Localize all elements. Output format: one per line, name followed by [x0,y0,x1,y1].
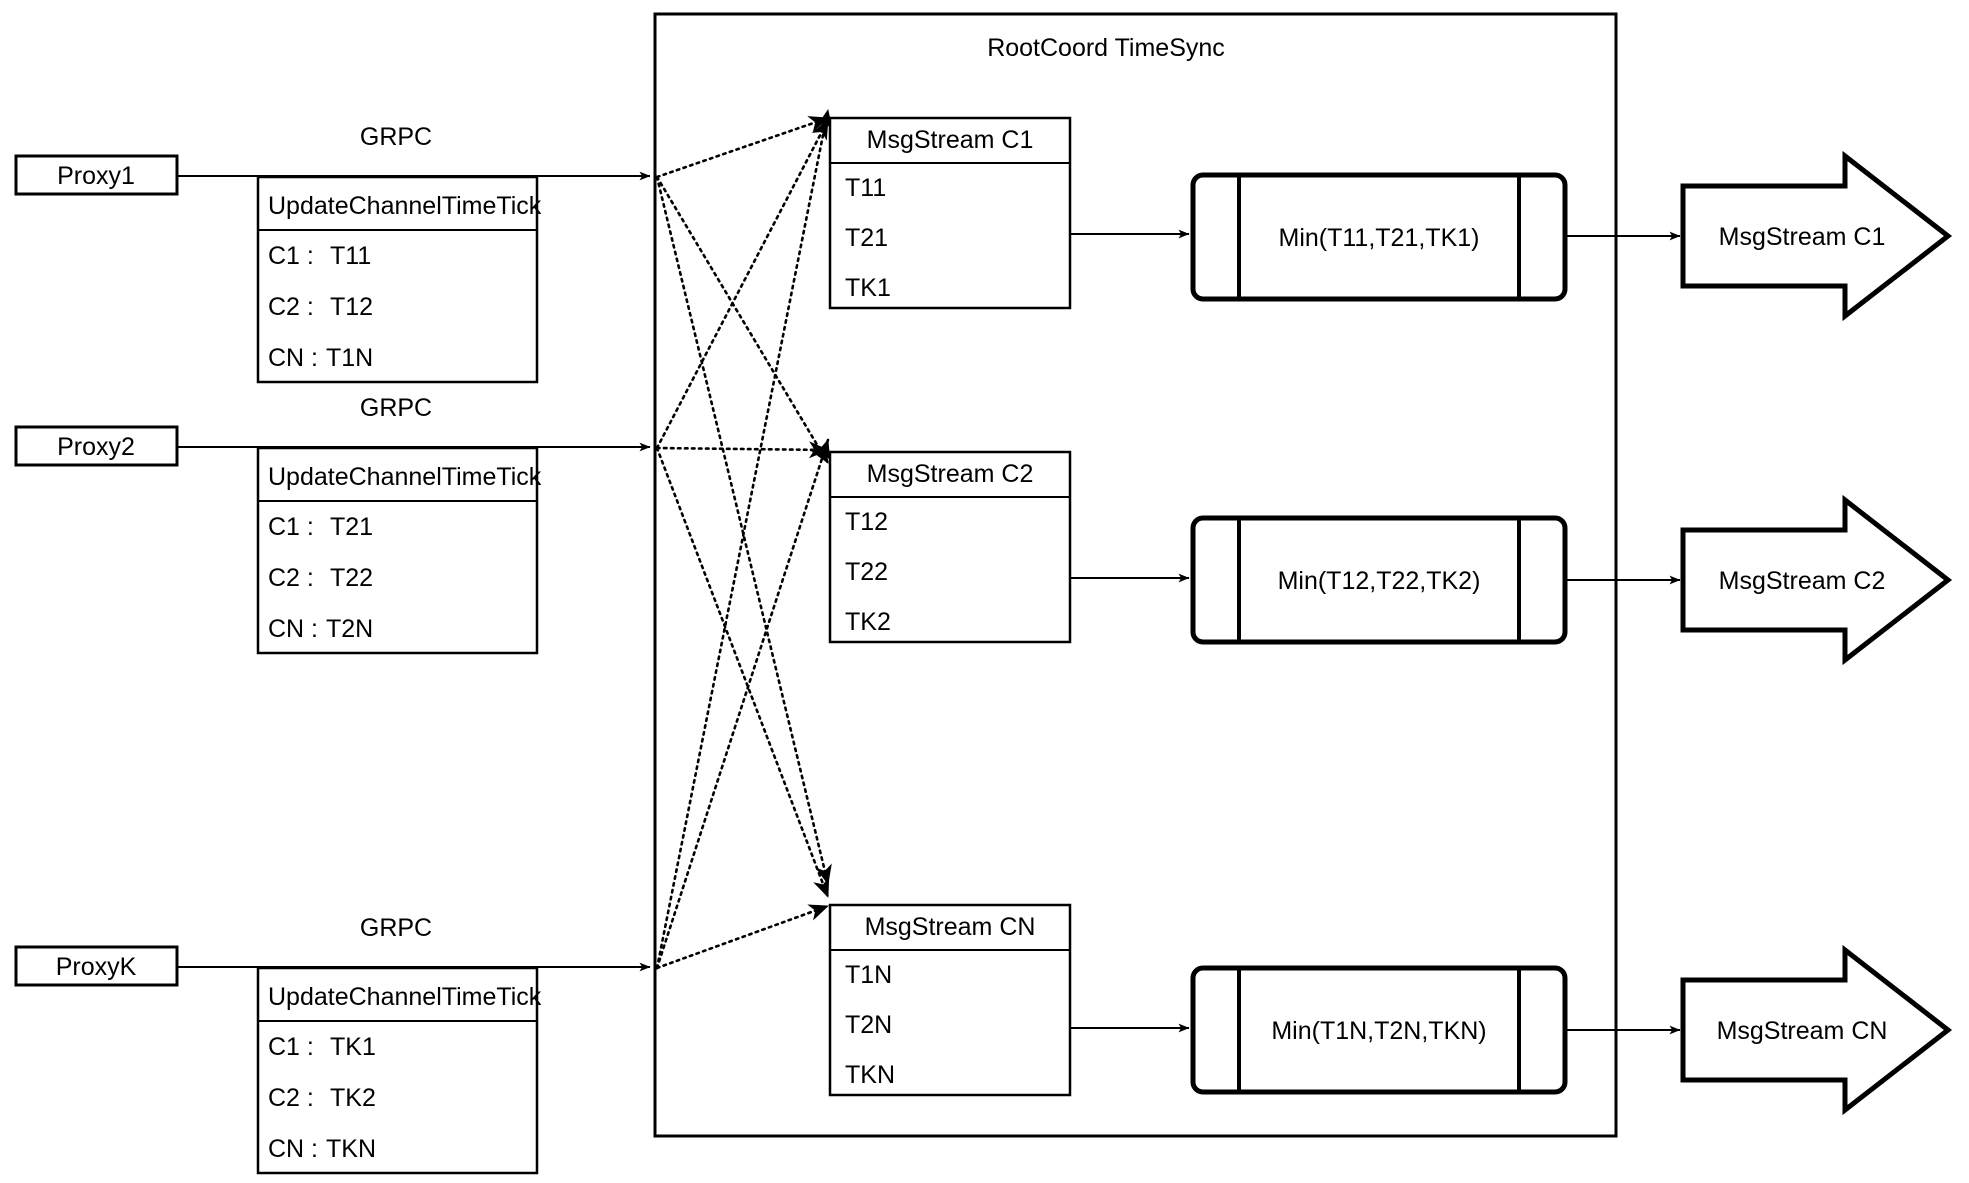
rpc-entry-tick-proxy1-1: T12 [330,293,373,321]
msgstream-tick-cn-2: TKN [845,1061,895,1089]
proxy-label-proxyk: ProxyK [56,953,137,981]
msgstream-tick-c1-0: T11 [845,174,886,202]
grpc-label-proxyk: GRPC [360,914,432,942]
dotted-proxyk-to-msgstream-cn [655,904,830,970]
rpc-box-proxyk [256,966,539,1175]
rpc-entry-channel-proxy1-0: C1 : [268,242,314,270]
dotted-proxy2-to-msgstream-c1 [655,118,830,450]
rpc-entry-tick-proxy1-0: T11 [330,242,371,270]
rpc-entry-tick-proxy1-2: T1N [326,344,373,372]
dotted-proxy1-to-msgstream-c1 [655,116,830,179]
rpc-box-proxy2 [256,446,539,655]
dotted-proxy2-to-msgstream-cn [655,446,830,899]
output-label-c2: MsgStream C2 [1719,567,1886,595]
output-label-cn: MsgStream CN [1717,1017,1888,1045]
msgstream-tick-cn-1: T2N [845,1011,892,1039]
msgstream-tick-c2-1: T22 [845,558,888,586]
rpc-entry-tick-proxy2-0: T21 [330,513,373,541]
rpc-entry-tick-proxyk-2: TKN [326,1135,376,1163]
dotted-proxy1-to-msgstream-cn [655,175,832,886]
rpc-entry-channel-proxyk-0: C1 : [268,1033,314,1061]
proxy-label-proxy2: Proxy2 [57,433,135,461]
rpc-entry-tick-proxy2-1: T22 [330,564,373,592]
rpc-entry-channel-proxy1-1: C2 : [268,293,314,321]
output-arrow-c2 [1680,494,1953,666]
dotted-proxyk-to-msgstream-c1 [655,108,833,970]
min-label-c2: Min(T12,T22,TK2) [1278,567,1481,595]
rpc-title-proxy2: UpdateChannelTimeTick [268,463,542,491]
output-label-c1: MsgStream C1 [1719,223,1886,251]
rpc-entry-channel-proxy2-0: C1 : [268,513,314,541]
rpc-entry-tick-proxy2-2: T2N [326,615,373,643]
rpc-entry-channel-proxy1-2: CN : [268,344,318,372]
output-arrow-c1 [1680,150,1953,322]
msgstream-title-cn: MsgStream CN [865,913,1036,941]
msgstream-tick-c2-2: TK2 [845,608,891,636]
dotted-proxy1-to-msgstream-c2 [655,175,830,465]
proxy-box-proxy1[interactable] [14,154,179,196]
rpc-entry-channel-proxyk-2: CN : [268,1135,318,1163]
rpc-entry-tick-proxyk-0: TK1 [330,1033,376,1061]
msgstream-box-c2 [828,450,1072,644]
min-label-c1: Min(T11,T21,TK1) [1279,224,1480,252]
proxy-label-proxy1: Proxy1 [57,162,135,190]
rpc-title-proxyk: UpdateChannelTimeTick [268,983,542,1011]
grpc-label-proxy2: GRPC [360,394,432,422]
output-arrow-cn [1680,944,1953,1116]
msgstream-tick-c1-1: T21 [845,224,888,252]
rpc-entry-channel-proxy2-1: C2 : [268,564,314,592]
msgstream-tick-c1-2: TK1 [845,274,891,302]
msgstream-title-c2: MsgStream C2 [867,460,1034,488]
grpc-label-proxy1: GRPC [360,123,432,151]
msgstream-tick-c2-0: T12 [845,508,888,536]
rpc-entry-channel-proxyk-1: C2 : [268,1084,314,1112]
min-label-cn: Min(T1N,T2N,TKN) [1271,1017,1486,1045]
dotted-proxyk-to-msgstream-c2 [655,438,831,970]
msgstream-title-c1: MsgStream C1 [867,126,1034,154]
dotted-proxy2-to-msgstream-c2 [655,441,830,459]
msgstream-box-cn [828,903,1072,1097]
rpc-title-proxy1: UpdateChannelTimeTick [268,192,542,220]
rpc-entry-channel-proxy2-2: CN : [268,615,318,643]
rootcoord-timesync-title: RootCoord TimeSync [987,34,1225,62]
rpc-entry-tick-proxyk-1: TK2 [330,1084,376,1112]
proxy-box-proxyk[interactable] [14,945,179,987]
proxy-box-proxy2[interactable] [14,425,179,467]
msgstream-tick-cn-0: T1N [845,961,892,989]
msgstream-box-c1 [828,116,1072,310]
